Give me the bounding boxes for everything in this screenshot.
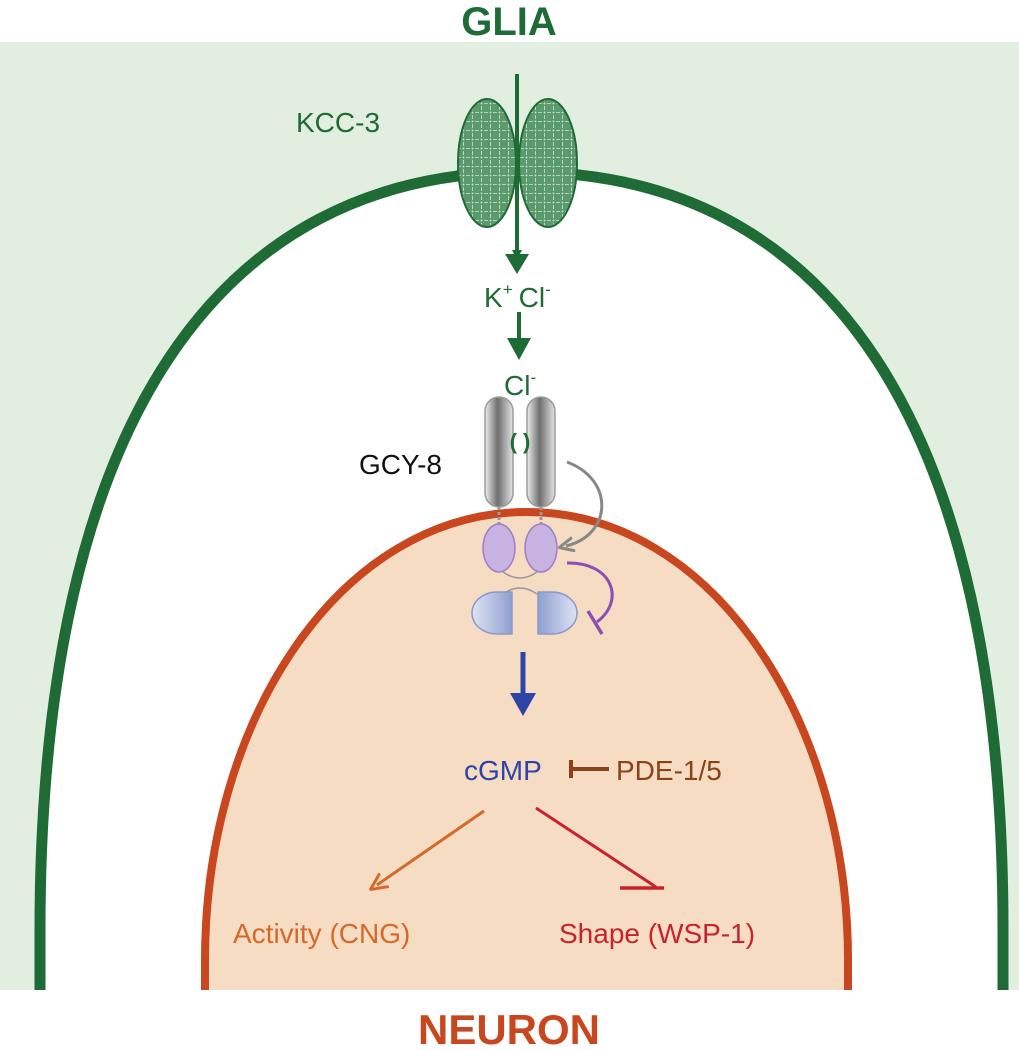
shape-label: Shape (WSP-1) bbox=[559, 918, 755, 949]
bottom-margin bbox=[0, 990, 1019, 1050]
neuron-membrane bbox=[201, 507, 852, 990]
kinase-domain-left bbox=[482, 523, 516, 573]
cgmp-label: cGMP bbox=[464, 755, 542, 786]
chloride-binding-site: ( ) bbox=[510, 429, 531, 454]
kcc3-subunit-left bbox=[457, 98, 517, 228]
inhibition-bar bbox=[586, 610, 604, 635]
glia-title: GLIA bbox=[461, 0, 557, 44]
cl2-sup: - bbox=[530, 368, 536, 387]
activation-arrow bbox=[566, 460, 604, 546]
neuron-title: NEURON bbox=[418, 1006, 600, 1050]
inhibition-curve bbox=[566, 561, 614, 624]
cl2-base: Cl bbox=[504, 370, 530, 401]
neuron-region bbox=[205, 512, 848, 1000]
cgmp-arrowhead bbox=[510, 693, 536, 716]
k-sup: + bbox=[503, 280, 513, 299]
shape-inhibition-line bbox=[535, 806, 657, 889]
kcc3-subunit-right bbox=[518, 98, 578, 228]
cyclase-domain-right bbox=[537, 591, 578, 635]
kcc3-label: KCC-3 bbox=[296, 107, 380, 138]
activity-arrow bbox=[377, 809, 485, 885]
gcy8-label: GCY-8 bbox=[359, 449, 442, 480]
cl-base: Cl bbox=[519, 282, 545, 313]
cyclase-domain-left bbox=[471, 591, 513, 635]
kinase-domain-right bbox=[524, 523, 558, 573]
k-base: K bbox=[484, 282, 503, 313]
gcy8-extracellular-right bbox=[526, 396, 556, 508]
gcy8-receptor: ( ) bbox=[471, 396, 578, 635]
activity-label: Activity (CNG) bbox=[233, 918, 410, 949]
k-cl-label: K+ Cl- bbox=[484, 280, 551, 313]
pde-label: PDE-1/5 bbox=[616, 755, 722, 786]
kcc3-arrowhead bbox=[505, 254, 529, 274]
cl-arrowhead bbox=[507, 338, 531, 360]
cl-label: Cl- bbox=[504, 368, 536, 401]
cl-sup: - bbox=[545, 280, 551, 299]
